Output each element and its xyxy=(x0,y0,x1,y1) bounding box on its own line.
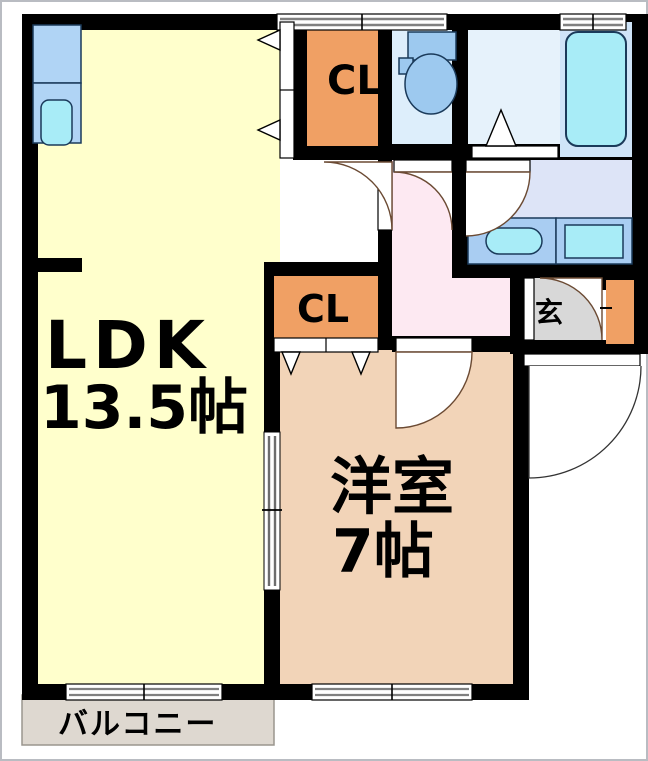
wall-room-bottom-left xyxy=(264,684,314,700)
sliding-door-ldk-room xyxy=(262,431,282,591)
vanity-basin xyxy=(485,227,543,255)
wall-kitchen-nub xyxy=(22,258,82,272)
wall-hall-entry xyxy=(510,276,524,354)
folding-closet-top xyxy=(256,21,295,159)
door-entry-exterior xyxy=(523,353,642,479)
window-room-south xyxy=(311,683,473,701)
wall-room-right xyxy=(513,340,529,700)
door-entry xyxy=(523,277,612,341)
windows xyxy=(65,13,627,701)
closet-mid-label: CL xyxy=(297,287,349,331)
wall-top-mid xyxy=(446,14,566,30)
washroom-fixtures xyxy=(467,217,633,265)
wall-room-bottom-right xyxy=(470,684,529,700)
wall-left-outer xyxy=(22,14,38,698)
wall-bottom-left xyxy=(22,684,68,700)
wall-washroom-bottom xyxy=(452,264,648,278)
balcony-floor xyxy=(21,694,275,746)
balcony-label: バルコニー xyxy=(58,707,217,742)
kitchen-sink xyxy=(40,99,73,146)
wall-hall-nub xyxy=(452,150,466,164)
toilet-bowl xyxy=(404,53,458,115)
door-hall-toilet xyxy=(393,159,453,231)
walls xyxy=(22,14,648,700)
ldk-label-line1: LDK xyxy=(45,307,211,384)
room-label-line1: 洋室 xyxy=(330,450,454,523)
wall-hall-left xyxy=(378,230,392,350)
closet-top-fill xyxy=(307,30,378,146)
wall-right-washroom xyxy=(632,160,648,282)
room-label-line2: 7帖 xyxy=(332,517,434,587)
toilet-fixtures xyxy=(398,31,458,115)
wall-entry-right xyxy=(634,276,648,354)
wall-toilet-bottom xyxy=(392,144,454,160)
closets xyxy=(274,30,634,344)
folding-closet-mid xyxy=(273,337,379,376)
wall-washroom-left xyxy=(452,160,468,278)
wall-closet-top-bottom xyxy=(293,144,392,160)
wall-ldk-room-lower xyxy=(264,590,280,700)
entry-label: 玄 xyxy=(535,296,563,329)
door-washroom-bath xyxy=(471,108,559,159)
wall-closet-mid-top xyxy=(264,262,392,276)
wall-right-top xyxy=(632,14,648,160)
door-hall-room xyxy=(395,337,473,429)
window-ldk-south xyxy=(65,683,223,701)
closet-top-label: CL xyxy=(327,58,382,104)
door-hall-ldk xyxy=(323,161,393,231)
kitchen-fixtures xyxy=(32,24,82,146)
closet-mid-fill xyxy=(274,276,378,338)
kitchen-stove xyxy=(32,24,82,84)
shoe-closet xyxy=(606,280,634,344)
ldk-label-line2: 13.5帖 xyxy=(40,373,248,443)
wall-closet-top-right xyxy=(378,14,392,158)
bathtub xyxy=(565,31,627,147)
room-labels: LDK 13.5帖 洋室 7帖 CL CL 玄 バルコニー xyxy=(40,58,563,742)
door-hall-washroom xyxy=(465,159,531,237)
washer-space xyxy=(564,224,624,259)
wall-top-ldk-left xyxy=(22,14,284,30)
window-bath-north xyxy=(559,13,627,31)
wall-hall-left-top xyxy=(378,150,392,162)
bath-fixtures xyxy=(560,22,632,157)
window-ldk-north xyxy=(276,13,448,31)
doors xyxy=(256,21,642,591)
wall-closet-top-left xyxy=(293,22,307,158)
